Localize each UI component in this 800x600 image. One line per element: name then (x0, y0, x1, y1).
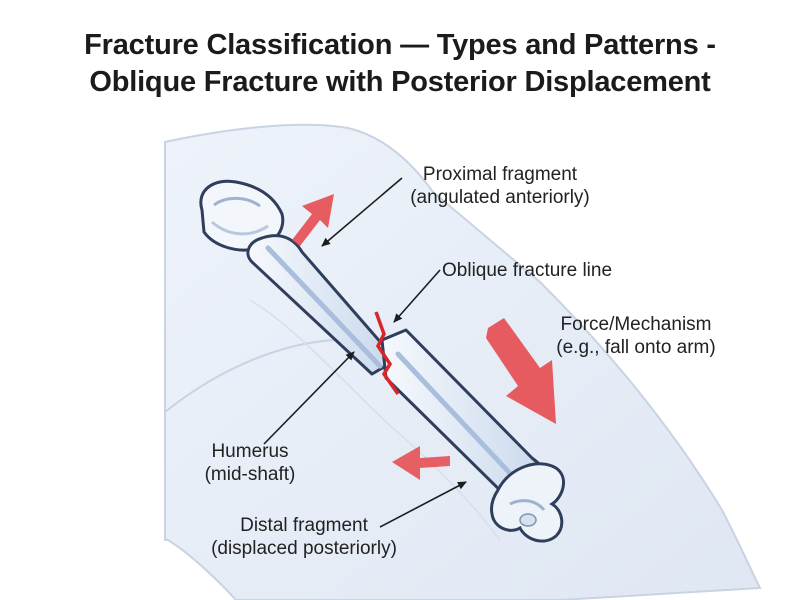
arm-inner-contour (249, 299, 501, 541)
humeral-head (199, 179, 285, 252)
fracture-line-leader (393, 269, 441, 323)
fracture-line (374, 311, 400, 396)
label-oblique-fracture-line: Oblique fracture line (442, 260, 613, 281)
label-humerus: Humerus (mid-shaft) (204, 441, 296, 485)
distal-leader (379, 481, 467, 528)
anterior-angulation-arrow (292, 194, 334, 246)
label-proximal-fragment: Proximal fragment (angulated anteriorly) (410, 164, 590, 208)
arm-fold-line (164, 338, 351, 413)
title-line-2: Oblique Fracture with Posterior Displace… (89, 66, 711, 98)
force-mechanism-arrow (486, 318, 556, 424)
posterior-displacement-arrow (392, 446, 450, 480)
label-distal-fragment: Distal fragment (displaced posteriorly) (211, 515, 397, 559)
distal-condyle (490, 462, 566, 543)
label-force-mechanism: Force/Mechanism (e.g., fall onto arm) (556, 314, 716, 358)
diagram-title: Fracture Classification — Types and Patt… (0, 27, 800, 101)
humerus-bone (199, 179, 566, 543)
humerus-leader (263, 351, 355, 445)
title-line-1: Fracture Classification — Types and Patt… (84, 29, 716, 61)
proximal-leader (321, 177, 403, 247)
